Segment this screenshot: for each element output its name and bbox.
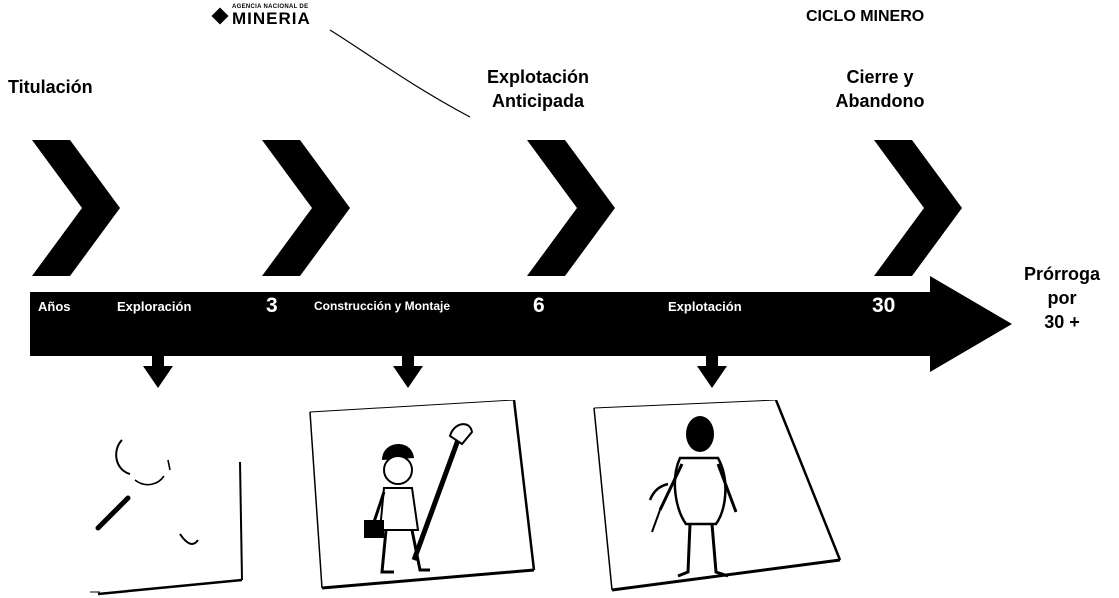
extension-line: por bbox=[1047, 288, 1077, 308]
stage-label-titulacion: Titulación bbox=[8, 75, 93, 99]
extension-line: 30 + bbox=[1044, 312, 1080, 332]
diamond-icon bbox=[211, 7, 229, 24]
exploration-card bbox=[90, 439, 243, 596]
chevron-right-icon bbox=[32, 140, 120, 276]
extension-label: Prórroga por 30 + bbox=[1012, 262, 1112, 334]
stage-line: Titulación bbox=[8, 77, 93, 97]
stage-line: Cierre y bbox=[846, 67, 914, 87]
arrow-down-icon bbox=[697, 336, 727, 388]
timeline-marker-6: 6 bbox=[533, 294, 545, 317]
miner-with-pickaxe-icon bbox=[648, 416, 738, 578]
chevron-right-icon bbox=[527, 140, 615, 276]
page-title: CICLO MINERO bbox=[806, 8, 925, 25]
decorative-stroke bbox=[329, 29, 471, 118]
logo-wordmark: Agencia Nacional de MINERIA bbox=[232, 4, 311, 27]
extension-line: Prórroga bbox=[1023, 264, 1101, 284]
magnifier-icon bbox=[95, 439, 199, 545]
worker-with-wrench-icon bbox=[364, 423, 474, 574]
construction-card bbox=[309, 400, 536, 590]
timeline-label-years: Años bbox=[38, 299, 71, 314]
timeline-marker-30: 30 bbox=[872, 294, 896, 317]
logo-name: MINERIA bbox=[232, 9, 311, 28]
logo-agency: Agencia Nacional de bbox=[232, 4, 309, 10]
arrow-down-icon bbox=[393, 336, 423, 388]
timeline-arrow bbox=[30, 276, 1012, 372]
timeline-label-exploration: Exploración bbox=[117, 299, 192, 314]
stage-line: Explotación bbox=[486, 67, 589, 87]
arrow-down-icon bbox=[143, 336, 173, 388]
stage-line: Anticipada bbox=[491, 91, 584, 111]
exploitation-card bbox=[593, 400, 842, 592]
timeline-marker-3: 3 bbox=[266, 294, 278, 317]
stage-line: Abandono bbox=[835, 91, 925, 111]
chevron-right-icon bbox=[262, 140, 350, 276]
chevron-right-icon bbox=[874, 140, 962, 276]
timeline-label-construction: Construcción y Montaje bbox=[314, 299, 451, 313]
mineria-logo: Agencia Nacional de MINERIA bbox=[211, 4, 311, 27]
stage-label-explotacion-anticipada: Explotación Anticipada bbox=[438, 65, 638, 113]
timeline-label-exploitation: Explotación bbox=[668, 299, 742, 314]
stage-label-cierre-abandono: Cierre y Abandono bbox=[800, 65, 960, 113]
